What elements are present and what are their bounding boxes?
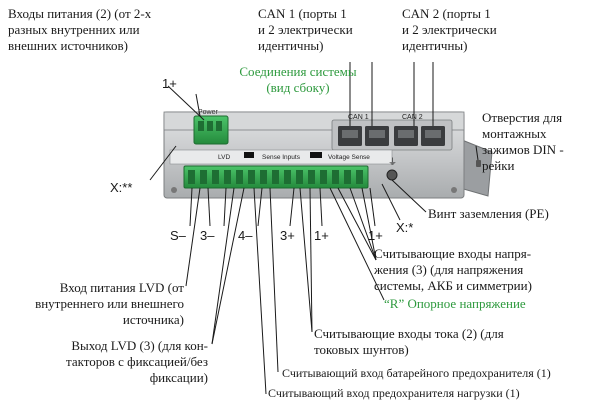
load-fuse-label: Считывающий вход предохранителя нагрузки… [268, 386, 520, 400]
terminal-slot [332, 170, 339, 184]
pin-1-plus-b: 1+ [368, 228, 383, 243]
ground-symbol: ⏚ [388, 157, 397, 168]
voltage-sense-text: Voltage Sense [328, 154, 370, 161]
one-plus-top-label: 1+ [162, 76, 177, 91]
terminal-screws [188, 170, 363, 184]
terminal-slot [248, 170, 255, 184]
corner-screw-left [171, 187, 177, 193]
terminal-slot [320, 170, 327, 184]
terminal-slot [200, 170, 207, 184]
terminal-slot [236, 170, 243, 184]
lvd-power-input-label: Вход питания LVD (от внутреннего или вне… [35, 280, 184, 327]
can2-label: CAN 2 (порты 1 и 2 электрически идентичн… [402, 6, 497, 53]
terminal-slot [260, 170, 267, 184]
terminal-slot [356, 170, 363, 184]
terminal-slot [296, 170, 303, 184]
power-screw-3 [216, 121, 222, 131]
grounding-screw-label: Винт заземления (PE) [428, 206, 549, 221]
black-marker-2 [310, 152, 322, 158]
battery-fuse-label: Считывающий вход батарейного предохранит… [282, 366, 551, 380]
x-star-star-label: X:** [110, 180, 133, 195]
reference-voltage-label: “R” Опорное напряжение [384, 296, 526, 311]
terminal-slot [272, 170, 279, 184]
power-text: Power [198, 109, 219, 116]
pin-3-plus: 3+ [280, 228, 295, 243]
current-sense-label: Считывающие входы тока (2) (для токовых … [314, 326, 504, 357]
terminal-slot [284, 170, 291, 184]
front-label-strip [169, 149, 393, 165]
pin-s-minus: S– [170, 228, 186, 243]
corner-screw-right [451, 187, 457, 193]
power-screw-2 [207, 121, 213, 131]
terminal-slot [188, 170, 195, 184]
terminal-slot [308, 170, 315, 184]
pin-x-star: X:* [396, 220, 414, 235]
din-mount-hole [476, 160, 481, 167]
black-marker-1 [244, 152, 254, 158]
pin-3-minus: 3– [200, 228, 215, 243]
voltage-sense-label: Считывающие входы напря- жения (3) (для … [374, 246, 532, 293]
lvd-text: LVD [218, 154, 230, 161]
power-inputs-label: Входы питания (2) (от 2-х разных внутрен… [8, 6, 152, 53]
power-screw-1 [198, 121, 204, 131]
pin-4-minus: 4– [238, 228, 253, 243]
terminal-slot [344, 170, 351, 184]
terminal-slot [224, 170, 231, 184]
sense-inputs-text: Sense Inputs [262, 154, 301, 161]
system-connections-label: Соединения системы (вид сбоку) [239, 64, 357, 95]
terminal-slot [212, 170, 219, 184]
can1-label: CAN 1 (порты 1 и 2 электрически идентичн… [258, 6, 353, 53]
lvd-output-label: Выход LVD (3) (для кон- такторов с фикса… [65, 338, 208, 385]
din-holes-label: Отверстия для монтажных зажимов DIN - ре… [482, 110, 564, 173]
can2-port-text: CAN 2 [402, 114, 423, 121]
can1-port-text: CAN 1 [348, 114, 369, 121]
pin-1-plus-a: 1+ [314, 228, 329, 243]
